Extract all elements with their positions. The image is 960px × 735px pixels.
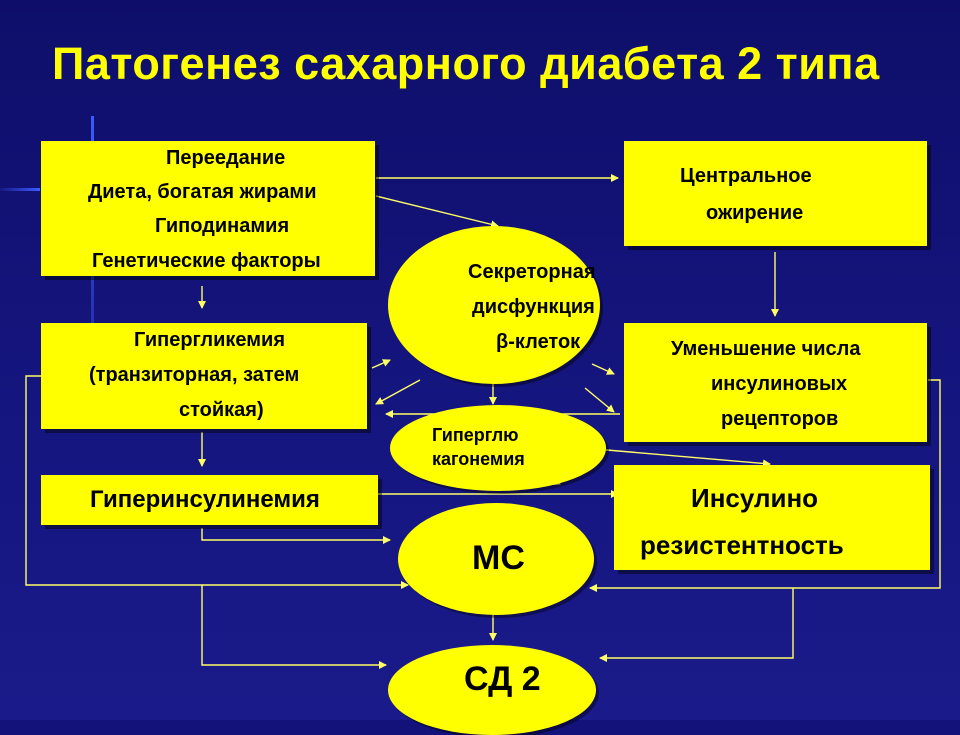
central-obesity-line-1: Центральное: [680, 165, 812, 187]
arrow-secretory-to-hyperglycemia: [375, 379, 421, 405]
central-obesity-box: [624, 141, 927, 246]
insulin-resistance-box: [614, 465, 930, 570]
secretory-line-2: дисфункция: [472, 296, 595, 318]
arrow-right-loop-to-sd2: [599, 588, 794, 662]
arrow-left-loop-to-sd2: [201, 585, 387, 669]
arrow-right-loop-to-ms: [589, 379, 941, 592]
secretory-line-1: Секреторная: [468, 261, 596, 283]
metabolic-syndrome-ellipse: [398, 503, 594, 615]
central-obesity-line-2: ожирение: [706, 202, 804, 224]
causes-box: [41, 141, 375, 276]
hyperglucagonemia-line-2: кагонемия: [432, 449, 525, 469]
decorative-horizontal-line: [0, 188, 40, 191]
arrow-left-loop-to-ms: [25, 375, 409, 589]
causes-line-fat-diet: Диета, богатая жирами: [88, 181, 317, 203]
insulin-receptors-line-1: Уменьшение числа: [671, 338, 861, 360]
insulin-receptors-box: [624, 323, 927, 442]
insulin-resistance-line-1: Инсулино: [691, 483, 819, 513]
arrow-causes-to-secretory: [375, 195, 499, 229]
arrow-secretory-to-receptors: [591, 363, 615, 375]
hyperglucagonemia-line-1: Гиперглю: [432, 425, 519, 445]
hyperglucagonemia-ellipse: [390, 405, 606, 491]
insulin-receptors-line-3: рецепторов: [721, 408, 839, 430]
insulin-receptors-line-2: инсулиновых: [711, 373, 848, 395]
insulin-resistance-line-2: резистентность: [640, 530, 844, 560]
connector-lines: [25, 174, 941, 669]
causes-line-hypodynamia: Гиподинамия: [155, 215, 290, 237]
secretory-dysfunction-ellipse: [388, 226, 600, 384]
arrow-hyperinsulinemia-to-ms: [201, 528, 391, 544]
arrow-hyperglycemia-to-secretory: [371, 359, 391, 369]
causes-line-genetics: Генетические факторы: [92, 250, 321, 272]
hyperglycemia-line-3: стойкая): [179, 399, 264, 421]
type2-diabetes-label: СД 2: [464, 660, 541, 698]
hyperinsulinemia-box: [41, 475, 378, 525]
causes-line-overeating: Переедание: [166, 147, 286, 169]
hyperinsulinemia-label: Гиперинсулинемия: [90, 486, 320, 513]
hyperglycemia-box: [41, 323, 367, 429]
slide-title: Патогенез сахарного диабета 2 типа: [52, 38, 880, 89]
secretory-line-3: β-клеток: [496, 331, 581, 353]
metabolic-syndrome-label: МС: [472, 539, 525, 577]
arrow-hyperglucagonemia-to-receptors: [584, 387, 615, 413]
hyperglycemia-line-1: Гипергликемия: [134, 329, 286, 351]
hyperglycemia-line-2: (транзиторная, затем: [89, 364, 300, 386]
